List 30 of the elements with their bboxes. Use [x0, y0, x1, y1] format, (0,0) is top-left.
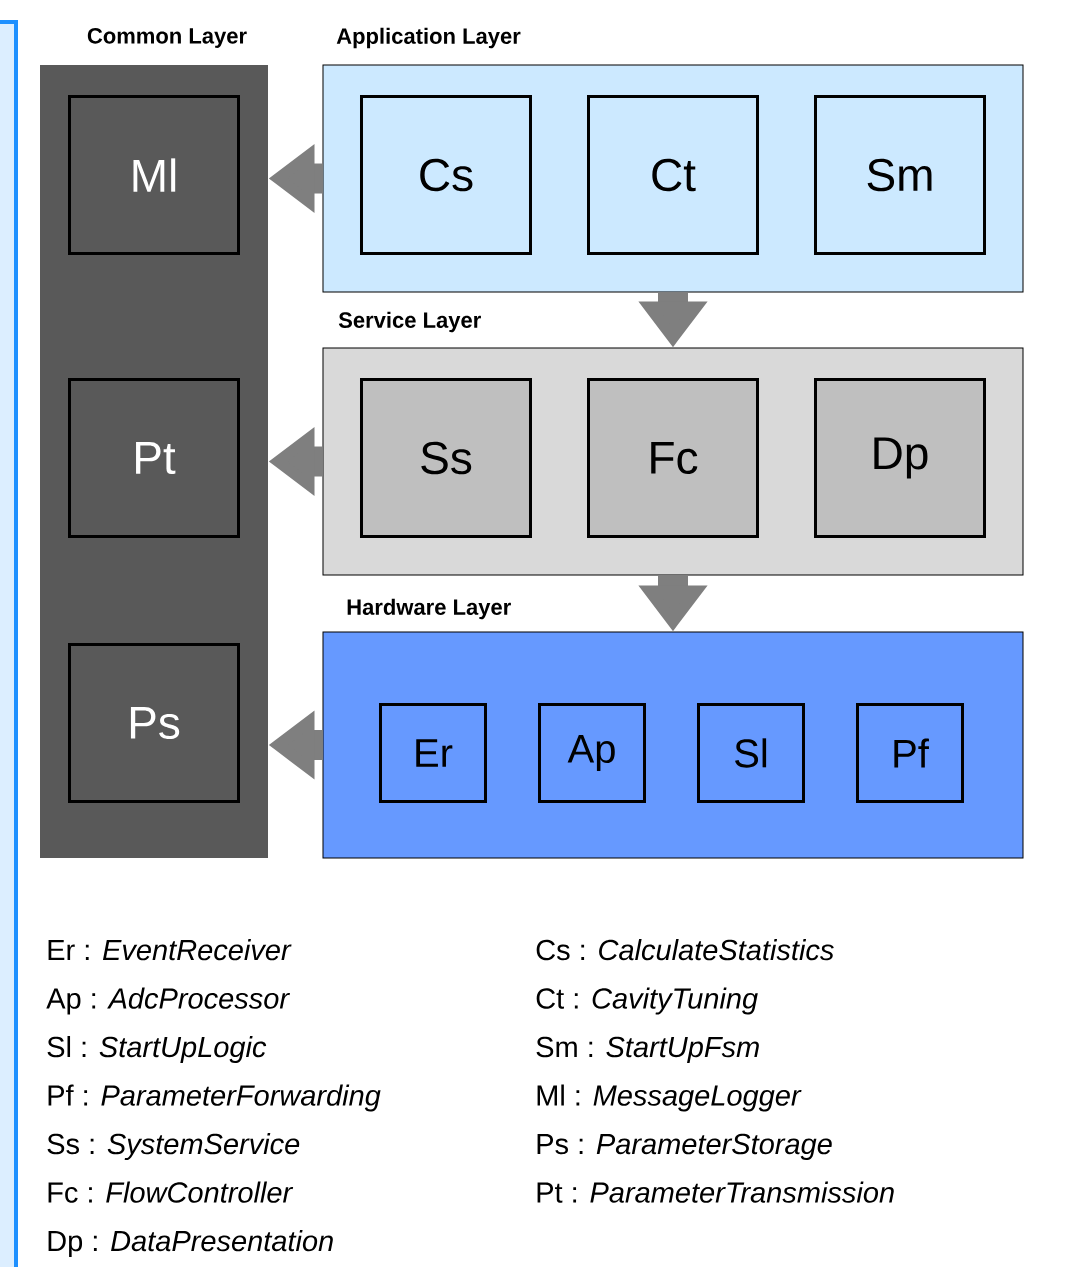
legend-entry: Ap : AdcProcessor — [46, 987, 290, 1015]
component-box: Dp — [814, 378, 986, 538]
component-box: Er — [379, 703, 487, 803]
component-box: Ps — [68, 643, 240, 803]
legend-entry: Sl : StartUpLogic — [47, 1036, 267, 1064]
legend-entry: Pf : ParameterForwarding — [48, 1084, 381, 1112]
legend-entry: Ct : CavityTuning — [536, 987, 758, 1015]
component-box: Ct — [587, 95, 759, 255]
component-box: Pf — [856, 703, 964, 803]
component-box: Ss — [360, 378, 532, 538]
component-box: Sl — [697, 703, 805, 803]
node-label: Common Layer — [87, 28, 247, 48]
legend-entry: Ss : SystemService — [47, 1133, 300, 1161]
legend-entry: Fc : FlowController — [48, 1181, 294, 1203]
legend-entry: Ps : ParameterStorage — [537, 1133, 832, 1161]
component-box: Ml — [68, 95, 240, 255]
component-box: Pt — [68, 378, 240, 538]
component-box: Sm — [814, 95, 986, 255]
legend-entry: Cs : CalculateStatistics — [536, 939, 834, 961]
component-box: Cs — [360, 95, 532, 255]
legend-entry: Ml : MessageLogger — [537, 1084, 802, 1112]
component-box: Fc — [587, 378, 759, 538]
legend-entry: Dp : DataPresentation — [48, 1230, 333, 1258]
legend-entry: Pt : ParameterTransmission — [537, 1181, 894, 1203]
node-label: Application Layer — [336, 27, 521, 49]
node-label: Hardware Layer — [347, 598, 511, 620]
legend-entry: Sm : StartUpFsm — [536, 1036, 759, 1064]
component-box: Ap — [538, 703, 646, 803]
node-label: Service Layer — [338, 311, 481, 333]
legend-entry: Er : EventReceiver — [48, 939, 292, 961]
